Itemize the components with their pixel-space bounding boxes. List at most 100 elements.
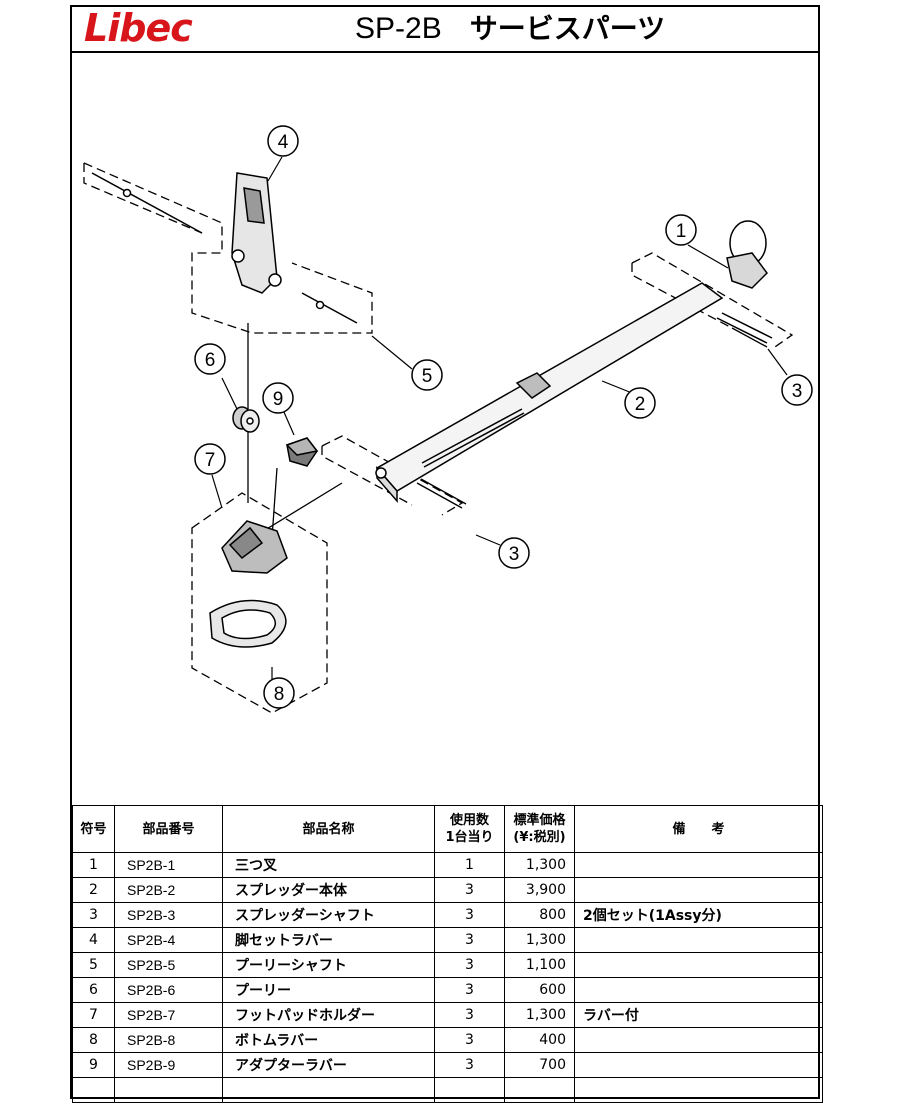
row-quantity: 3 [434, 1052, 505, 1078]
row-part-name: スプレッダーシャフト [222, 902, 435, 928]
svg-text:3: 3 [509, 544, 520, 565]
part-1-three-way [716, 220, 773, 344]
row-part-number: SP2B-4 [114, 927, 223, 953]
callout-2: 2 [624, 387, 656, 419]
row-no: 8 [72, 1027, 115, 1053]
row-part-name: フットパッドホルダー [222, 1002, 435, 1028]
row-part-name: プーリーシャフト [222, 952, 435, 978]
row-part-number: SP2B-2 [114, 877, 223, 903]
row-part-name: プーリー [222, 977, 435, 1003]
header-remarks: 備 考 [574, 805, 823, 853]
row-quantity: 3 [434, 977, 505, 1003]
table-row: 4 SP2B-4 脚セットラバー 3 1,300 [72, 927, 823, 953]
callout-3-right: 3 [781, 374, 813, 406]
part-7-group-outline [191, 492, 328, 714]
svg-text:1: 1 [676, 221, 687, 242]
row-part-number: SP2B-3 [114, 902, 223, 928]
row-remarks [574, 852, 823, 878]
row-remarks [574, 1052, 823, 1078]
table-row: 7 SP2B-7 フットパッドホルダー 3 1,300 ラバー付 [72, 1002, 823, 1028]
row-no: 1 [72, 852, 115, 878]
row-no: 2 [72, 877, 115, 903]
svg-text:5: 5 [422, 366, 433, 387]
header-part-number: 部品番号 [114, 805, 223, 853]
table-row: 8 SP2B-8 ボトムラバー 3 400 [72, 1027, 823, 1053]
svg-text:2: 2 [635, 394, 646, 415]
row-quantity: 1 [434, 852, 505, 878]
row-remarks: 2個セット(1Assy分) [574, 902, 823, 928]
callout-9: 9 [262, 382, 294, 414]
table-row: 9 SP2B-9 アダプターラバー 3 700 [72, 1052, 823, 1078]
header-price-line2: (¥:税別) [513, 830, 566, 845]
table-row: 6 SP2B-6 プーリー 3 600 [72, 977, 823, 1003]
page-subtitle: サービスパーツ [469, 12, 666, 45]
callout-4: 4 [267, 125, 299, 157]
exploded-parts-diagram: 1 2 3 3 4 5 6 [83, 125, 813, 714]
part-9-adapter-rubber [285, 437, 319, 467]
callout-markers: 1 2 3 3 4 5 6 [194, 125, 813, 709]
row-price: 700 [504, 1052, 575, 1078]
part-8-bottom-rubber [209, 599, 287, 648]
row-part-name: スプレッダー本体 [222, 877, 435, 903]
row-price: 1,300 [504, 852, 575, 878]
row-price: 1,300 [504, 1002, 575, 1028]
row-price: 400 [504, 1027, 575, 1053]
row-quantity: 3 [434, 952, 505, 978]
row-remarks [574, 977, 823, 1003]
row-price: 800 [504, 902, 575, 928]
part-6-pulley [232, 406, 260, 433]
row-part-number: SP2B-7 [114, 1002, 223, 1028]
row-remarks [574, 877, 823, 903]
row-price: 3,900 [504, 877, 575, 903]
svg-text:6: 6 [205, 350, 216, 371]
callout-6: 6 [194, 343, 226, 375]
row-part-number: SP2B-5 [114, 952, 223, 978]
row-quantity: 3 [434, 1002, 505, 1028]
callout-leader-lines [211, 156, 788, 681]
callout-1: 1 [665, 214, 697, 246]
row-remarks [574, 1027, 823, 1053]
parts-sheet: Libec SP-2B サービスパーツ [70, 5, 823, 1103]
svg-text:8: 8 [274, 684, 285, 705]
row-no: 5 [72, 952, 115, 978]
callout-5: 5 [411, 359, 443, 391]
assembly-axis-line-2 [271, 467, 278, 539]
row-price: 1,300 [504, 927, 575, 953]
brand-logo: Libec [84, 6, 193, 50]
row-price: 1,100 [504, 952, 575, 978]
svg-text:7: 7 [205, 450, 216, 471]
row-no: 9 [72, 1052, 115, 1078]
row-quantity: 3 [434, 902, 505, 928]
row-quantity: 3 [434, 927, 505, 953]
table-row: 5 SP2B-5 プーリーシャフト 3 1,100 [72, 952, 823, 978]
row-remarks: ラバー付 [574, 1002, 823, 1028]
row-price: 600 [504, 977, 575, 1003]
row-part-number: SP2B-1 [114, 852, 223, 878]
part-2-spreader-body [375, 282, 724, 504]
header-price-line1: 標準価格 [513, 813, 566, 828]
row-no: 4 [72, 927, 115, 953]
svg-text:9: 9 [273, 389, 284, 410]
row-quantity: 3 [434, 1027, 505, 1053]
row-part-number: SP2B-9 [114, 1052, 223, 1078]
header-quantity-line1: 使用数 [449, 813, 489, 828]
part-4-leg-set-rubber [91, 172, 358, 324]
row-remarks [574, 927, 823, 953]
table-row-empty [72, 1077, 823, 1103]
part-3-spreader-shaft [416, 327, 768, 509]
page-title: SP-2B サービスパーツ [355, 7, 665, 51]
row-no: 7 [72, 1002, 115, 1028]
part-4-group-outline [83, 162, 373, 334]
table-row: 1 SP2B-1 三つ叉 1 1,300 [72, 852, 823, 878]
svg-text:3: 3 [792, 381, 803, 402]
model-number: SP-2B [355, 12, 442, 45]
row-part-number: SP2B-8 [114, 1027, 223, 1053]
header-no: 符号 [72, 805, 115, 853]
part-7-foot-pad-holder [221, 520, 288, 574]
table-row: 2 SP2B-2 スプレッダー本体 3 3,900 [72, 877, 823, 903]
row-part-name: 三つ叉 [222, 852, 435, 878]
row-part-name: 脚セットラバー [222, 927, 435, 953]
